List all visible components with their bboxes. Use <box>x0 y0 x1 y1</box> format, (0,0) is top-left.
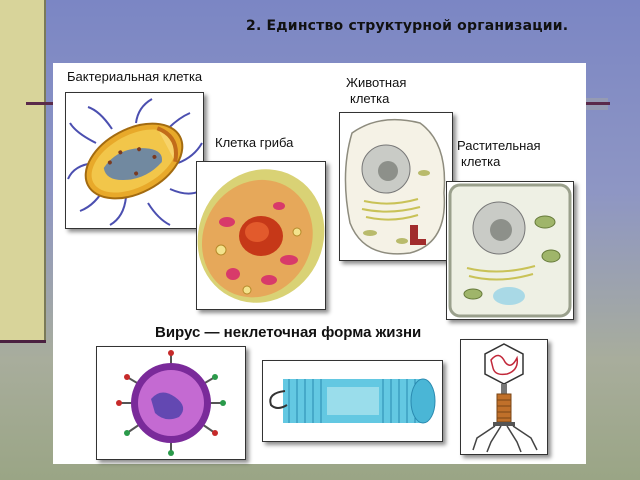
animal-cell-image <box>339 112 453 261</box>
bacterial-cell-image <box>65 92 204 229</box>
bacteriophage-image <box>460 339 548 455</box>
slide-title: 2. Единство структурной организации. <box>246 18 569 34</box>
decorative-rule-left <box>26 102 56 105</box>
fungal-cell-label: Клетка гриба <box>215 135 294 150</box>
spherical-virus-image <box>96 346 246 460</box>
plant-cell-label-line1: Растительная <box>457 138 541 153</box>
left-bar-underline <box>0 340 46 343</box>
plant-cell-label-line2: клетка <box>461 154 501 169</box>
illustration-panel: Бактериальная клетка Клетка гриба Животн… <box>53 63 586 464</box>
virus-caption: Вирус — неклеточная форма жизни <box>155 324 422 341</box>
plant-cell-image <box>446 181 574 320</box>
animal-cell-label-line2: клетка <box>350 91 390 106</box>
bacterial-cell-label: Бактериальная клетка <box>67 69 203 84</box>
animal-cell-label-line1: Животная <box>346 75 407 90</box>
rod-virus-image <box>262 360 443 442</box>
fungal-cell-image <box>196 161 326 310</box>
left-decorative-bar <box>0 0 46 340</box>
decorative-rule-right <box>584 102 610 105</box>
